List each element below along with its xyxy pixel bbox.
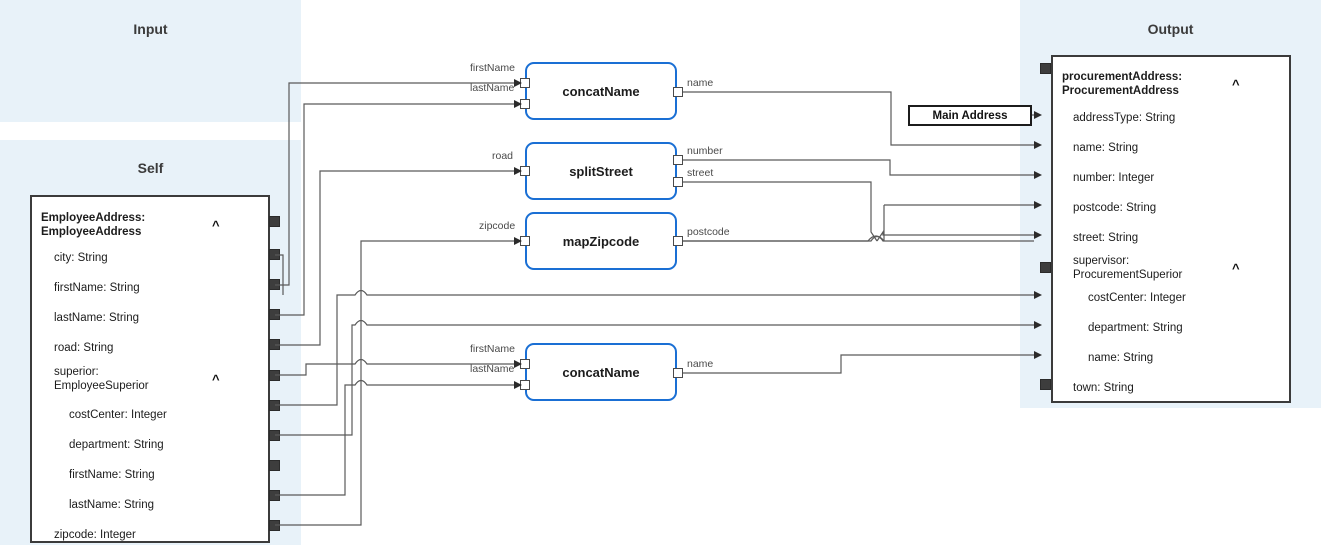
self-port-firstname[interactable]	[269, 279, 280, 290]
output-row-addresstype: addressType: String	[1073, 112, 1176, 124]
output-row-supervisor-line1: supervisor:	[1073, 255, 1130, 267]
self-port-department[interactable]	[269, 430, 280, 441]
self-port-city[interactable]	[269, 249, 280, 260]
self-port-sup-firstname[interactable]	[269, 460, 280, 471]
self-schema-header-line2: EmployeeAddress	[41, 226, 142, 238]
self-port-sup-lastname[interactable]	[269, 490, 280, 501]
fn4-input-port-lastname[interactable]	[520, 380, 530, 390]
fn1-input-port-lastname[interactable]	[520, 99, 530, 109]
fn2-input-label-road: road	[492, 150, 514, 162]
fn1-input-label-firstname: firstName	[470, 62, 515, 74]
self-row-road: road: String	[54, 342, 114, 354]
constant-node-main-address[interactable]: Main Address	[908, 105, 1032, 126]
self-port-road[interactable]	[269, 339, 280, 350]
output-row-sup-name: name: String	[1088, 352, 1154, 364]
self-row-superior-firstname: firstName: String	[69, 469, 155, 481]
output-schema-header-line1: procurementAddress:	[1062, 71, 1183, 83]
fn3-output-port-postcode[interactable]	[673, 236, 683, 246]
fn4-output-label-name: name	[687, 358, 714, 370]
self-port-root[interactable]	[269, 216, 280, 227]
output-row-costcenter: costCenter: Integer	[1088, 292, 1186, 304]
fn2-output-label-street: street	[687, 167, 714, 179]
function-node-label: concatName	[562, 364, 640, 380]
fn4-input-label-lastname: lastName	[470, 363, 515, 375]
self-row-firstname: firstName: String	[54, 282, 140, 294]
output-row-town: town: String	[1073, 382, 1134, 394]
self-schema-box[interactable]: EmployeeAddress: EmployeeAddress ^ city:…	[30, 195, 270, 543]
output-schema-box[interactable]: procurementAddress: ProcurementAddress ^…	[1051, 55, 1291, 403]
fn3-output-label-postcode: postcode	[687, 226, 730, 238]
function-node-concatname-2[interactable]: concatName	[525, 343, 677, 401]
output-row-postcode: postcode: String	[1073, 202, 1157, 214]
output-row-number: number: Integer	[1073, 172, 1155, 184]
output-port-town[interactable]	[1040, 379, 1051, 390]
fn4-input-port-firstname[interactable]	[520, 359, 530, 369]
self-row-superior-line2: EmployeeSuperior	[54, 380, 149, 392]
input-panel-title: Input	[133, 21, 168, 37]
fn4-input-label-firstname: firstName	[470, 343, 515, 355]
function-node-label: splitStreet	[569, 163, 633, 179]
constant-node-label: Main Address	[932, 109, 1008, 122]
input-panel-band	[0, 0, 301, 122]
fn2-output-port-number[interactable]	[673, 155, 683, 165]
self-schema-header-line1: EmployeeAddress:	[41, 212, 146, 224]
chevron-up-icon-supervisor[interactable]: ^	[1232, 261, 1240, 276]
function-node-label: mapZipcode	[562, 233, 640, 249]
fn2-output-label-number: number	[687, 145, 723, 157]
fn1-input-label-lastname: lastName	[470, 82, 515, 94]
self-row-zipcode: zipcode: Integer	[54, 529, 136, 541]
chevron-up-icon[interactable]: ^	[212, 218, 220, 233]
output-row-department: department: String	[1088, 322, 1183, 334]
fn1-input-port-firstname[interactable]	[520, 78, 530, 88]
function-node-mapzipcode[interactable]: mapZipcode	[525, 212, 677, 270]
self-row-department: department: String	[69, 439, 164, 451]
function-node-splitstreet[interactable]: splitStreet	[525, 142, 677, 200]
self-row-city: city: String	[54, 252, 108, 264]
fn2-output-port-street[interactable]	[673, 177, 683, 187]
self-row-superior-line1: superior:	[54, 366, 99, 378]
self-row-lastname: lastName: String	[54, 312, 140, 324]
function-node-concatname-1[interactable]: concatName	[525, 62, 677, 120]
self-row-costcenter: costCenter: Integer	[69, 409, 167, 421]
output-port-root[interactable]	[1040, 63, 1051, 74]
self-port-lastname[interactable]	[269, 309, 280, 320]
output-row-street: street: String	[1073, 232, 1139, 244]
self-port-costcenter[interactable]	[269, 400, 280, 411]
fn3-input-label-zipcode: zipcode	[479, 220, 516, 232]
fn1-output-label-name: name	[687, 77, 714, 89]
chevron-up-icon-superior[interactable]: ^	[212, 372, 220, 387]
fn2-input-port-road[interactable]	[520, 166, 530, 176]
self-port-zipcode[interactable]	[269, 520, 280, 531]
self-port-superior[interactable]	[269, 370, 280, 381]
self-row-superior-lastname: lastName: String	[69, 499, 155, 511]
fn3-input-port-zipcode[interactable]	[520, 236, 530, 246]
output-row-name: name: String	[1073, 142, 1139, 154]
fn1-output-port-name[interactable]	[673, 87, 683, 97]
output-port-supervisor[interactable]	[1040, 262, 1051, 273]
output-panel-title: Output	[1147, 21, 1194, 37]
fn4-output-port-name[interactable]	[673, 368, 683, 378]
chevron-up-icon-output[interactable]: ^	[1232, 77, 1240, 92]
output-schema-header-line2: ProcurementAddress	[1062, 85, 1179, 97]
function-node-label: concatName	[562, 83, 640, 99]
self-panel-title: Self	[137, 160, 164, 176]
output-row-supervisor-line2: ProcurementSuperior	[1073, 269, 1183, 281]
